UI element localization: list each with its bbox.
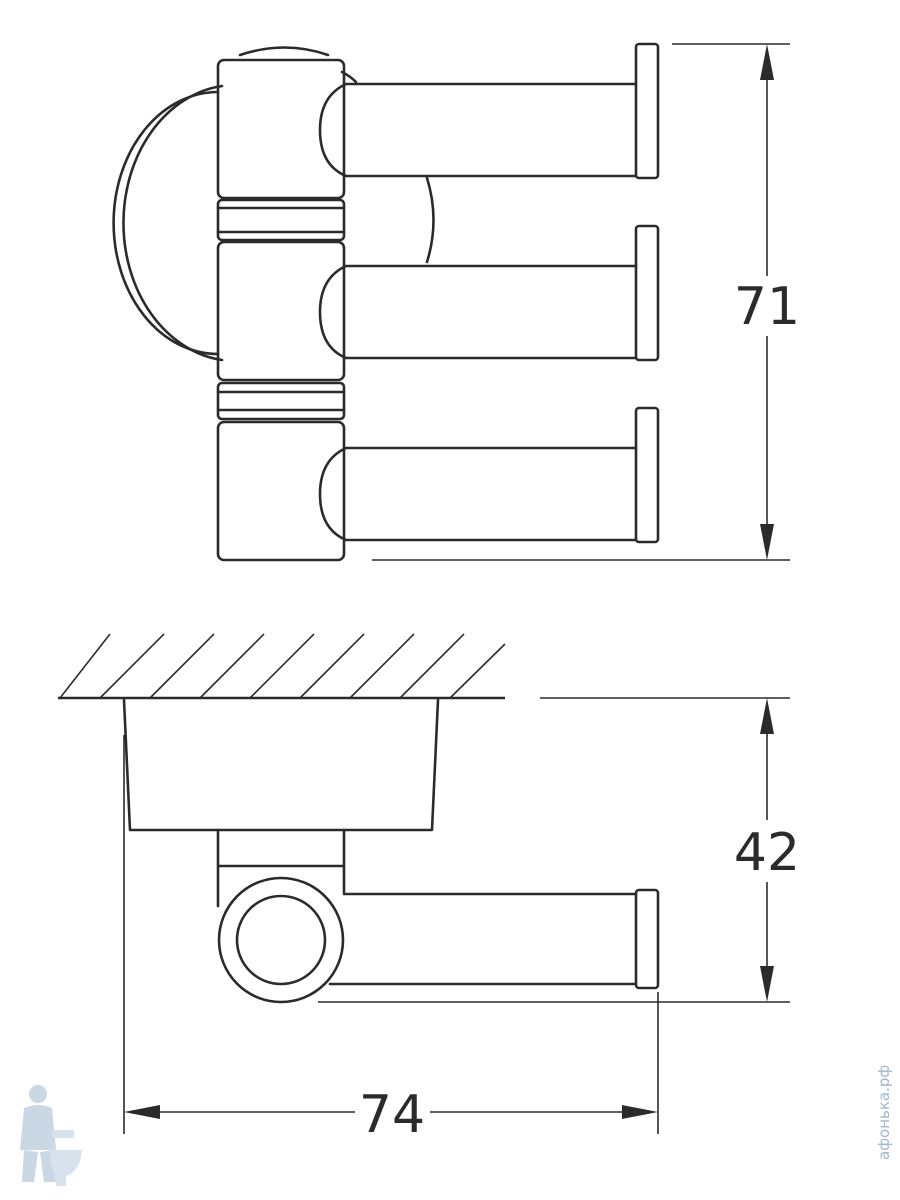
swivel-arm-2 xyxy=(318,224,660,362)
hub-inner-circle xyxy=(235,894,327,986)
dimension-depth-label: 42 xyxy=(734,823,800,883)
hub-stem xyxy=(216,828,346,908)
side-view: 42 74 xyxy=(58,633,800,1145)
hub-segment-top xyxy=(216,58,346,200)
hub-segment-bottom xyxy=(216,420,346,562)
watermark-text: афонька.рф xyxy=(875,1065,893,1160)
hub-ring-2 xyxy=(216,381,346,421)
base-plate xyxy=(122,698,440,832)
wall-plate-inner xyxy=(112,90,220,356)
hub-outer-circle xyxy=(217,876,345,1004)
hub-ring-1 xyxy=(216,198,346,242)
swivel-arm-1 xyxy=(318,42,660,180)
dimension-width-label: 74 xyxy=(359,1085,425,1145)
wall-hatching xyxy=(58,633,506,700)
dimension-depth: 42 xyxy=(318,697,800,1003)
dimension-height: 71 xyxy=(372,43,800,561)
side-arm xyxy=(328,888,660,990)
wall-plate xyxy=(122,84,224,362)
hub-segment-middle xyxy=(216,240,346,382)
plumber-mascot-icon xyxy=(20,1085,82,1186)
front-view: 71 xyxy=(112,42,800,562)
dimension-width: 74 xyxy=(123,735,659,1145)
swivel-arm-3 xyxy=(318,406,660,544)
dimension-height-label: 71 xyxy=(734,277,800,337)
